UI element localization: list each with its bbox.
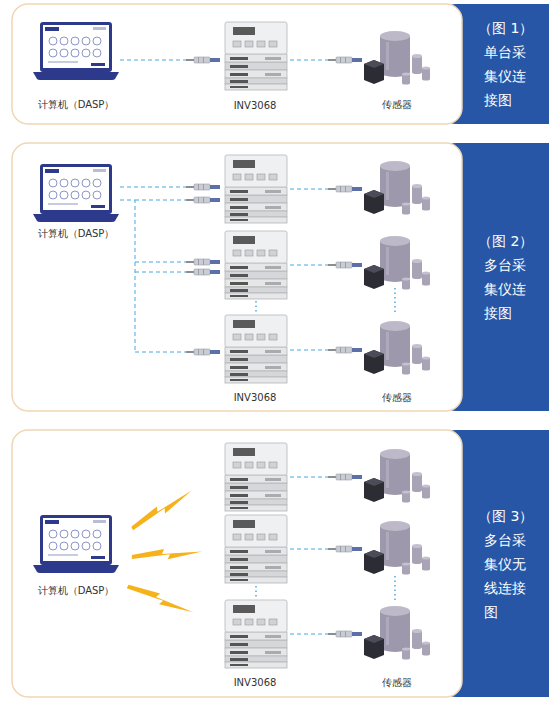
device-icon — [225, 515, 287, 583]
part-label: 传感器 — [382, 99, 412, 111]
figure-tab: （图 3）多台采集仪无线连接图 — [463, 430, 549, 697]
figure-number: （图 1） — [478, 16, 549, 40]
sensor-icon — [364, 161, 430, 215]
device-icon — [225, 315, 287, 383]
figure-caption: 单台采集仪连接图 — [484, 40, 527, 112]
sensor-icon — [364, 236, 430, 290]
cable-plug — [328, 347, 362, 353]
device-icon — [225, 22, 287, 90]
part-label: 计算机（DASP） — [38, 99, 115, 111]
part-label: 传感器 — [382, 677, 412, 689]
figure-caption: 多台采集仪连接图 — [484, 253, 527, 325]
sensor-icon — [364, 31, 430, 85]
wireless-bolt — [128, 490, 196, 531]
dashed-wire — [120, 60, 328, 634]
cable-plug — [328, 262, 362, 268]
part-label: 传感器 — [382, 392, 412, 404]
cable-plug — [328, 474, 362, 480]
device-icon — [225, 600, 287, 668]
figure-caption: 多台采集仪无线连接图 — [484, 528, 527, 624]
part-label: 计算机（DASP） — [38, 585, 115, 597]
cable-plug — [186, 269, 220, 275]
cable-plug — [328, 546, 362, 552]
sensor-icon — [364, 321, 430, 375]
part-label: INV3068 — [234, 392, 277, 404]
figure-tab: （图 2）多台采集仪连接图 — [463, 143, 549, 411]
figure-number: （图 2） — [478, 229, 549, 253]
laptop-icon — [33, 22, 119, 80]
figure-number: （图 3） — [478, 504, 549, 528]
figure-tab: （图 1）单台采集仪连接图 — [463, 4, 549, 124]
panel — [12, 4, 462, 124]
part-label: 计算机（DASP） — [38, 228, 115, 240]
laptop-icon — [33, 164, 119, 222]
cable-plug — [186, 57, 220, 63]
sensor-icon — [364, 606, 430, 660]
cable-plug — [186, 259, 220, 265]
device-icon — [225, 231, 287, 299]
device-icon — [225, 155, 287, 223]
cable-plug — [328, 57, 362, 63]
cable-plug — [328, 631, 362, 637]
wireless-bolt — [127, 578, 194, 621]
sensor-icon — [364, 521, 430, 575]
device-icon — [225, 443, 287, 511]
cable-plug — [328, 186, 362, 192]
sensor-icon — [364, 449, 430, 503]
panel — [12, 430, 462, 697]
laptop-icon — [33, 515, 119, 573]
panel — [12, 143, 462, 411]
part-label: INV3068 — [234, 100, 277, 112]
wireless-bolt — [132, 548, 202, 561]
cable-plug — [186, 197, 220, 203]
part-label: INV3068 — [234, 677, 277, 689]
cable-plug — [186, 184, 220, 190]
cable-plug — [186, 349, 220, 355]
